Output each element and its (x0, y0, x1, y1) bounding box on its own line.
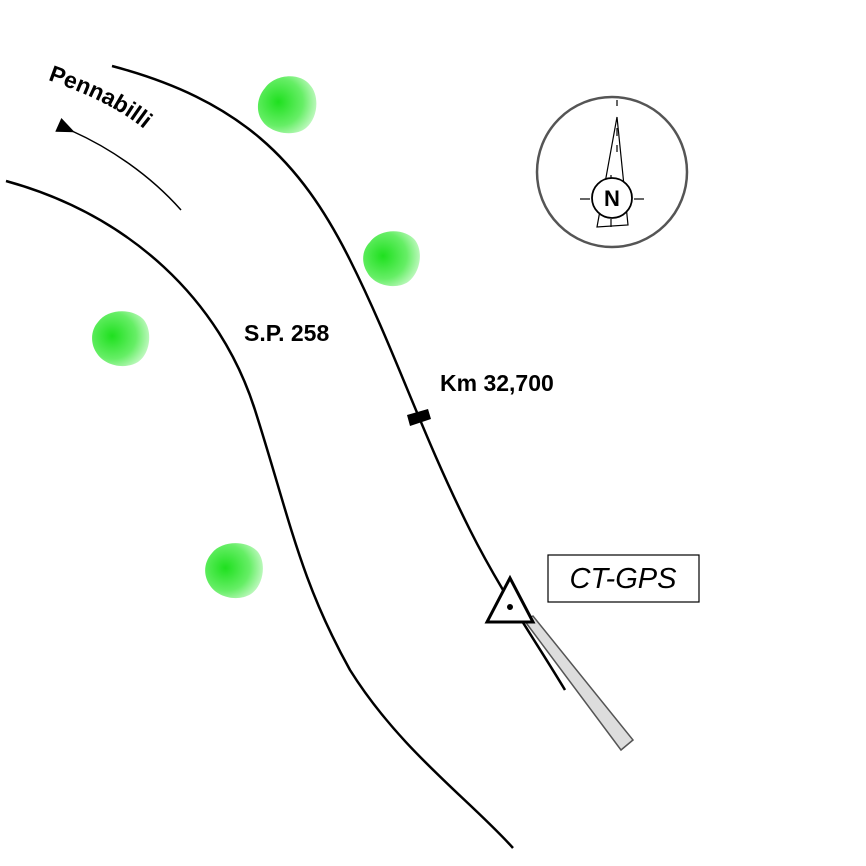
station-label-box (547, 554, 700, 603)
compass-icon (535, 95, 689, 249)
direction-arrow-icon (55, 118, 182, 211)
road-name-label: S.P. 258 (244, 320, 329, 346)
km-marker-label: Km 32,700 (440, 370, 554, 396)
road-edge-left (5, 179, 514, 849)
tree-icon (92, 311, 150, 367)
tree-icon (257, 76, 317, 134)
gps-station-icon (484, 574, 536, 624)
tree-icon (363, 231, 420, 287)
direction-label: Pennabilli (46, 60, 157, 133)
tree-icon (205, 543, 263, 599)
station-label: CT-GPS (570, 563, 678, 595)
compass-north-letter: N (604, 186, 620, 211)
access-path (522, 615, 635, 752)
km-marker (407, 409, 431, 426)
